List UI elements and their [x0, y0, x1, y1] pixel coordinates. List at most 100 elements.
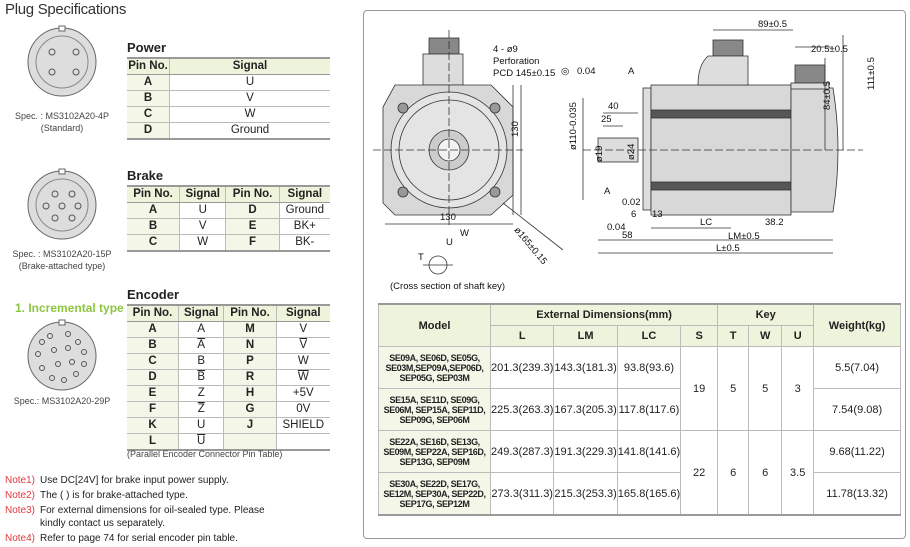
col-header: Pin No. — [223, 304, 277, 322]
pin: K — [127, 417, 179, 434]
pin: P — [223, 353, 277, 370]
note-text: Use DC[24V] for brake input power supply… — [40, 475, 229, 486]
pin: E — [225, 218, 280, 235]
col-header-key: Key — [717, 303, 815, 326]
signal: Z — [177, 385, 224, 402]
note-text: The ( ) is for brake-attached type. — [40, 490, 188, 501]
l-cell: 201.3(239.3) — [489, 346, 555, 389]
l-cell: 249.3(287.3) — [489, 430, 555, 473]
note-label: Note3) — [5, 505, 36, 516]
dimension-label-section: (Cross section of shaft key) — [390, 281, 506, 292]
signal-text: +5V — [292, 387, 314, 399]
dimension-label-d6: 6 — [631, 209, 637, 220]
pin: L — [127, 433, 179, 451]
pin: G — [223, 401, 277, 418]
signal: U — [177, 417, 224, 434]
dimension-label-d40: 40 — [608, 101, 619, 112]
signal-text: U — [197, 419, 206, 431]
signal: V — [275, 337, 330, 354]
lc-cell: 93.8(93.6) — [616, 346, 682, 389]
pin: B — [127, 218, 180, 235]
note-label: Note2) — [5, 490, 36, 501]
pin: B — [127, 337, 179, 354]
pin: A — [127, 74, 170, 91]
signal-text: Z — [197, 403, 205, 415]
col-header: L — [489, 325, 555, 347]
model-cell: SE30A, SE22D, SE17G, SE12M, SEP30A, SEP2… — [378, 472, 491, 516]
dimension-label-lc: LC — [700, 217, 713, 228]
note-label: Note4) — [5, 533, 36, 544]
signal: A — [177, 321, 224, 338]
signal: W — [275, 369, 330, 386]
table-row: F Z G 0V — [127, 401, 330, 418]
model-cell: SE22A, SE16D, SE13G, SE09M, SEP22A, SEP1… — [378, 430, 491, 473]
weight-cell: 9.68(11.22) — [813, 430, 901, 473]
pin: F — [127, 401, 179, 418]
signal: Ground — [169, 122, 330, 140]
lm-cell: 143.3(181.3) — [553, 346, 618, 389]
weight-cell: 7.54(9.08) — [813, 388, 901, 431]
pin: D — [127, 122, 170, 140]
signal: W — [169, 106, 330, 123]
power-connector-icon — [27, 25, 97, 97]
note-1: Note1)Use DC[24V] for brake input power … — [5, 474, 285, 487]
side-view-drawing — [582, 29, 863, 254]
pin: M — [223, 321, 277, 338]
note-4: Note4)Refer to page 74 for serial encode… — [5, 532, 285, 545]
pin: A — [127, 202, 180, 219]
table-row: SE22A, SE16D, SE13G, SE09M, SEP22A, SEP1… — [378, 430, 901, 516]
pin: C — [127, 353, 179, 370]
lm-cell: 191.3(229.3) — [553, 430, 618, 473]
lm-cell: 215.3(253.3) — [553, 472, 618, 516]
signal-text: W — [297, 371, 309, 383]
dimension-label-d24: ø24 — [626, 143, 637, 160]
w-cell: 5 — [748, 346, 783, 431]
dimension-label-d111: 111±0.5 — [866, 57, 877, 90]
dimension-label-conc_val: 0.04 — [577, 66, 596, 77]
w-cell: 6 — [748, 430, 783, 516]
dimension-label-t: T — [418, 252, 424, 263]
encoder-heading: Encoder — [127, 287, 180, 302]
pin: H — [223, 385, 277, 402]
lc-cell: 117.8(117.6) — [616, 388, 682, 431]
weight-cell: 11.78(13.32) — [813, 472, 901, 516]
pin: N — [223, 337, 277, 354]
s-cell: 19 — [680, 346, 719, 431]
dimension-label-d25: 25 — [601, 114, 612, 125]
motor-dimension-drawing — [373, 29, 863, 275]
signal-text: A — [197, 323, 206, 335]
dimension-label-w: W — [460, 228, 469, 239]
signal: U — [177, 433, 224, 451]
note-text: For external dimensions for oil-sealed t… — [40, 505, 265, 529]
col-header: S — [680, 325, 719, 347]
signal: V — [275, 321, 330, 338]
col-header-weight: Weight(kg) — [813, 303, 901, 347]
dimension-label-d110: ø110-0.035 — [568, 102, 579, 150]
signal-text: 0V — [296, 403, 311, 415]
col-header: LC — [616, 325, 682, 347]
col-header: Signal — [177, 304, 224, 322]
signal-text: A — [197, 339, 206, 351]
page-title: Plug Specifications — [5, 1, 127, 18]
dimension-label-l: L±0.5 — [716, 243, 740, 254]
encoder-table-caption: (Parallel Encoder Connector Pin Table) — [127, 449, 283, 459]
signal: A — [177, 337, 224, 354]
l-cell: 273.3(311.3) — [489, 472, 555, 516]
dimension-label-u: U — [446, 237, 453, 248]
dimension-label-datum: A — [604, 186, 611, 197]
u-cell: 3.5 — [781, 430, 815, 516]
dimension-label-conc_val: 0.04 — [607, 222, 626, 233]
signal-text: B — [197, 355, 206, 367]
col-header: U — [781, 325, 815, 347]
col-header: T — [717, 325, 750, 347]
signal: V — [178, 218, 226, 235]
dimension-label-perforation: Perforation — [493, 56, 540, 67]
